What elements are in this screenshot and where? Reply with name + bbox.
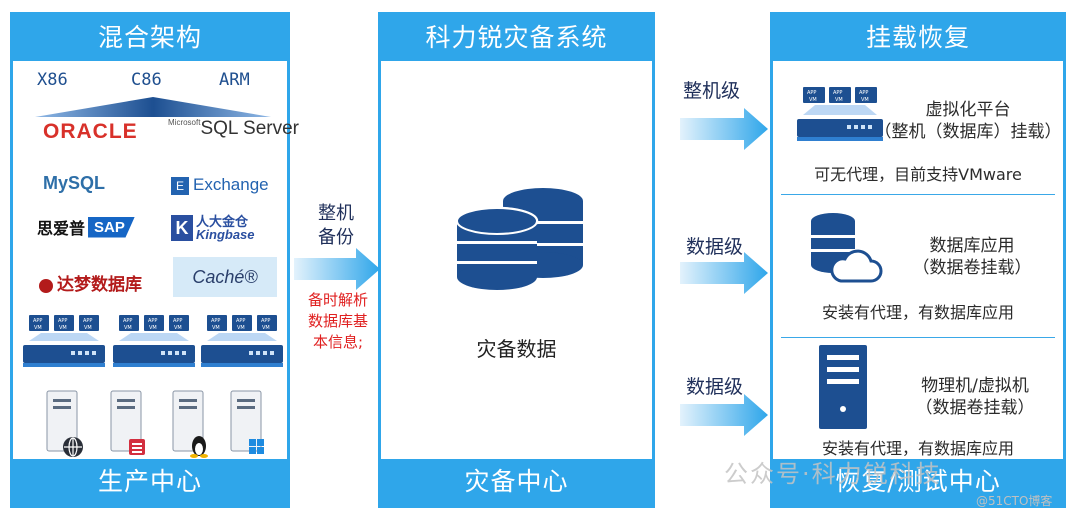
svg-text:VM: VM (835, 97, 843, 103)
section-note-physical-virtual: 安装有代理，有数据库应用 (821, 439, 1014, 458)
arch-label-arm: ARM (219, 70, 250, 90)
svg-text:VM: VM (861, 97, 869, 103)
sql-server-label: SQL Server (200, 118, 300, 139)
svg-text:VM: VM (59, 325, 67, 331)
svg-text:APP: APP (261, 318, 270, 324)
svg-text:VM: VM (84, 325, 92, 331)
backup-note-line2: 数据库基 (307, 312, 368, 330)
svg-text:VM: VM (34, 325, 42, 331)
wechat-watermark: 公众号·科力锐科技 (724, 460, 942, 488)
mysql-logo: MySQL (43, 173, 106, 193)
panel-title-recovery-system: 科力锐灾备系统 (381, 15, 652, 61)
kingbase-cn-label: 人大金仓 (196, 214, 249, 229)
panel-footer-production-center: 生产中心 (13, 459, 287, 505)
svg-text:VM: VM (212, 325, 220, 331)
dameng-label: 达梦数据库 (57, 275, 142, 294)
panel-footer-recovery-test-center: 恢复/测试中心 (773, 459, 1063, 505)
section-title-line2: （数据卷挂载） (912, 258, 1032, 278)
arch-label-x86: X86 (37, 70, 68, 90)
svg-text:APP: APP (148, 318, 157, 324)
panel-title-hybrid-architecture: 混合架构 (13, 15, 287, 61)
backup-note: 备时解析 数据库基 本信息; (298, 290, 378, 353)
section-title-physical-virtual: 物理机/虚拟机 （数据卷挂载） (885, 375, 1065, 419)
kingbase-label: Kingbase (196, 227, 255, 242)
restore-arrow-icon (680, 252, 768, 294)
svg-text:APP: APP (211, 318, 220, 324)
architecture-base-triangle (35, 97, 271, 117)
section-title-database-app: 数据库应用 （数据卷挂载） (879, 235, 1065, 279)
section-title-virtualization: 虚拟化平台 （整机（数据库）挂载） (873, 99, 1063, 143)
kingbase-k-icon: K (171, 215, 193, 241)
sql-server-microsoft-label: Microsoft (168, 118, 201, 127)
restore-arrow-icon (680, 394, 768, 436)
architecture-row: X86 C86 ARM (13, 70, 287, 94)
section-title-line2: （整机（数据库）挂载） (874, 122, 1062, 142)
section-note-database-app: 安装有代理，有数据库应用 (821, 303, 1014, 322)
level-label-data-2: 数据级 (686, 376, 744, 398)
svg-text:APP: APP (33, 318, 42, 324)
server-database-icon (110, 390, 145, 455)
production-center-panel: 混合架构 X86 C86 ARM ORACLE MicrosoftSQL Ser… (10, 12, 299, 508)
svg-text:VM: VM (124, 325, 132, 331)
svg-text:APP: APP (236, 318, 245, 324)
svg-text:APP: APP (58, 318, 67, 324)
svg-text:APP: APP (173, 318, 182, 324)
svg-text:APP: APP (833, 90, 842, 96)
cache-logo: Caché® (173, 257, 277, 297)
svg-text:VM: VM (262, 325, 270, 331)
oracle-logo: ORACLE (43, 120, 138, 143)
svg-text:APP: APP (83, 318, 92, 324)
disaster-recovery-panel: 科力锐灾备系统 灾备数据 灾备中心 (378, 12, 655, 508)
svg-text:APP: APP (123, 318, 132, 324)
section-divider (781, 337, 1055, 338)
backup-arrow-icon (294, 248, 380, 290)
level-label-data-1: 数据级 (686, 236, 744, 258)
svg-text:VM: VM (174, 325, 182, 331)
recovery-data-label: 灾备数据 (476, 337, 557, 361)
panel-footer-recovery-center: 灾备中心 (381, 459, 652, 505)
database-cloud-icon (811, 213, 883, 283)
panel-title-mount-recovery: 挂载恢复 (773, 15, 1063, 61)
svg-text:VM: VM (809, 97, 817, 103)
section-divider (781, 194, 1055, 195)
sap-cn-label: 思爱普 (37, 221, 86, 238)
section-title-line1: 物理机/虚拟机 (921, 376, 1029, 396)
physical-server-icon (819, 345, 867, 429)
sap-label: SAP (88, 216, 135, 238)
restore-arrow-icon (680, 108, 768, 150)
section-note-virtualization: 可无代理，目前支持VMware (814, 165, 1022, 184)
backup-label-line2: 备份 (318, 227, 354, 248)
backup-note-line3: 本信息; (312, 333, 364, 351)
server-linux-icon (172, 390, 208, 458)
dameng-icon (39, 278, 53, 293)
exchange-icon: E (171, 176, 189, 195)
section-title-line1: 数据库应用 (929, 236, 1015, 256)
backup-label-line1: 整机 (318, 203, 354, 224)
svg-text:VM: VM (149, 325, 157, 331)
sql-server-logo: MicrosoftSQL Server (168, 118, 299, 140)
svg-text:APP: APP (807, 90, 816, 96)
level-label-full-machine: 整机级 (683, 80, 741, 102)
svg-text:VM: VM (237, 325, 245, 331)
section-title-line2: （数据卷挂载） (915, 398, 1035, 418)
section-title-line1: 虚拟化平台 (925, 100, 1011, 120)
svg-text:APP: APP (859, 90, 868, 96)
blog-watermark: @51CTO博客 (976, 494, 1053, 508)
exchange-label: Exchange (193, 175, 269, 194)
dameng-logo: 达梦数据库 (39, 270, 142, 295)
backup-note-line1: 备时解析 (307, 291, 368, 309)
arch-label-c86: C86 (131, 70, 162, 90)
database-stack-icon (455, 188, 583, 290)
full-machine-backup-label: 整机 备份 (306, 202, 366, 250)
server-windows-icon (230, 390, 264, 454)
server-globe-icon (46, 390, 83, 457)
